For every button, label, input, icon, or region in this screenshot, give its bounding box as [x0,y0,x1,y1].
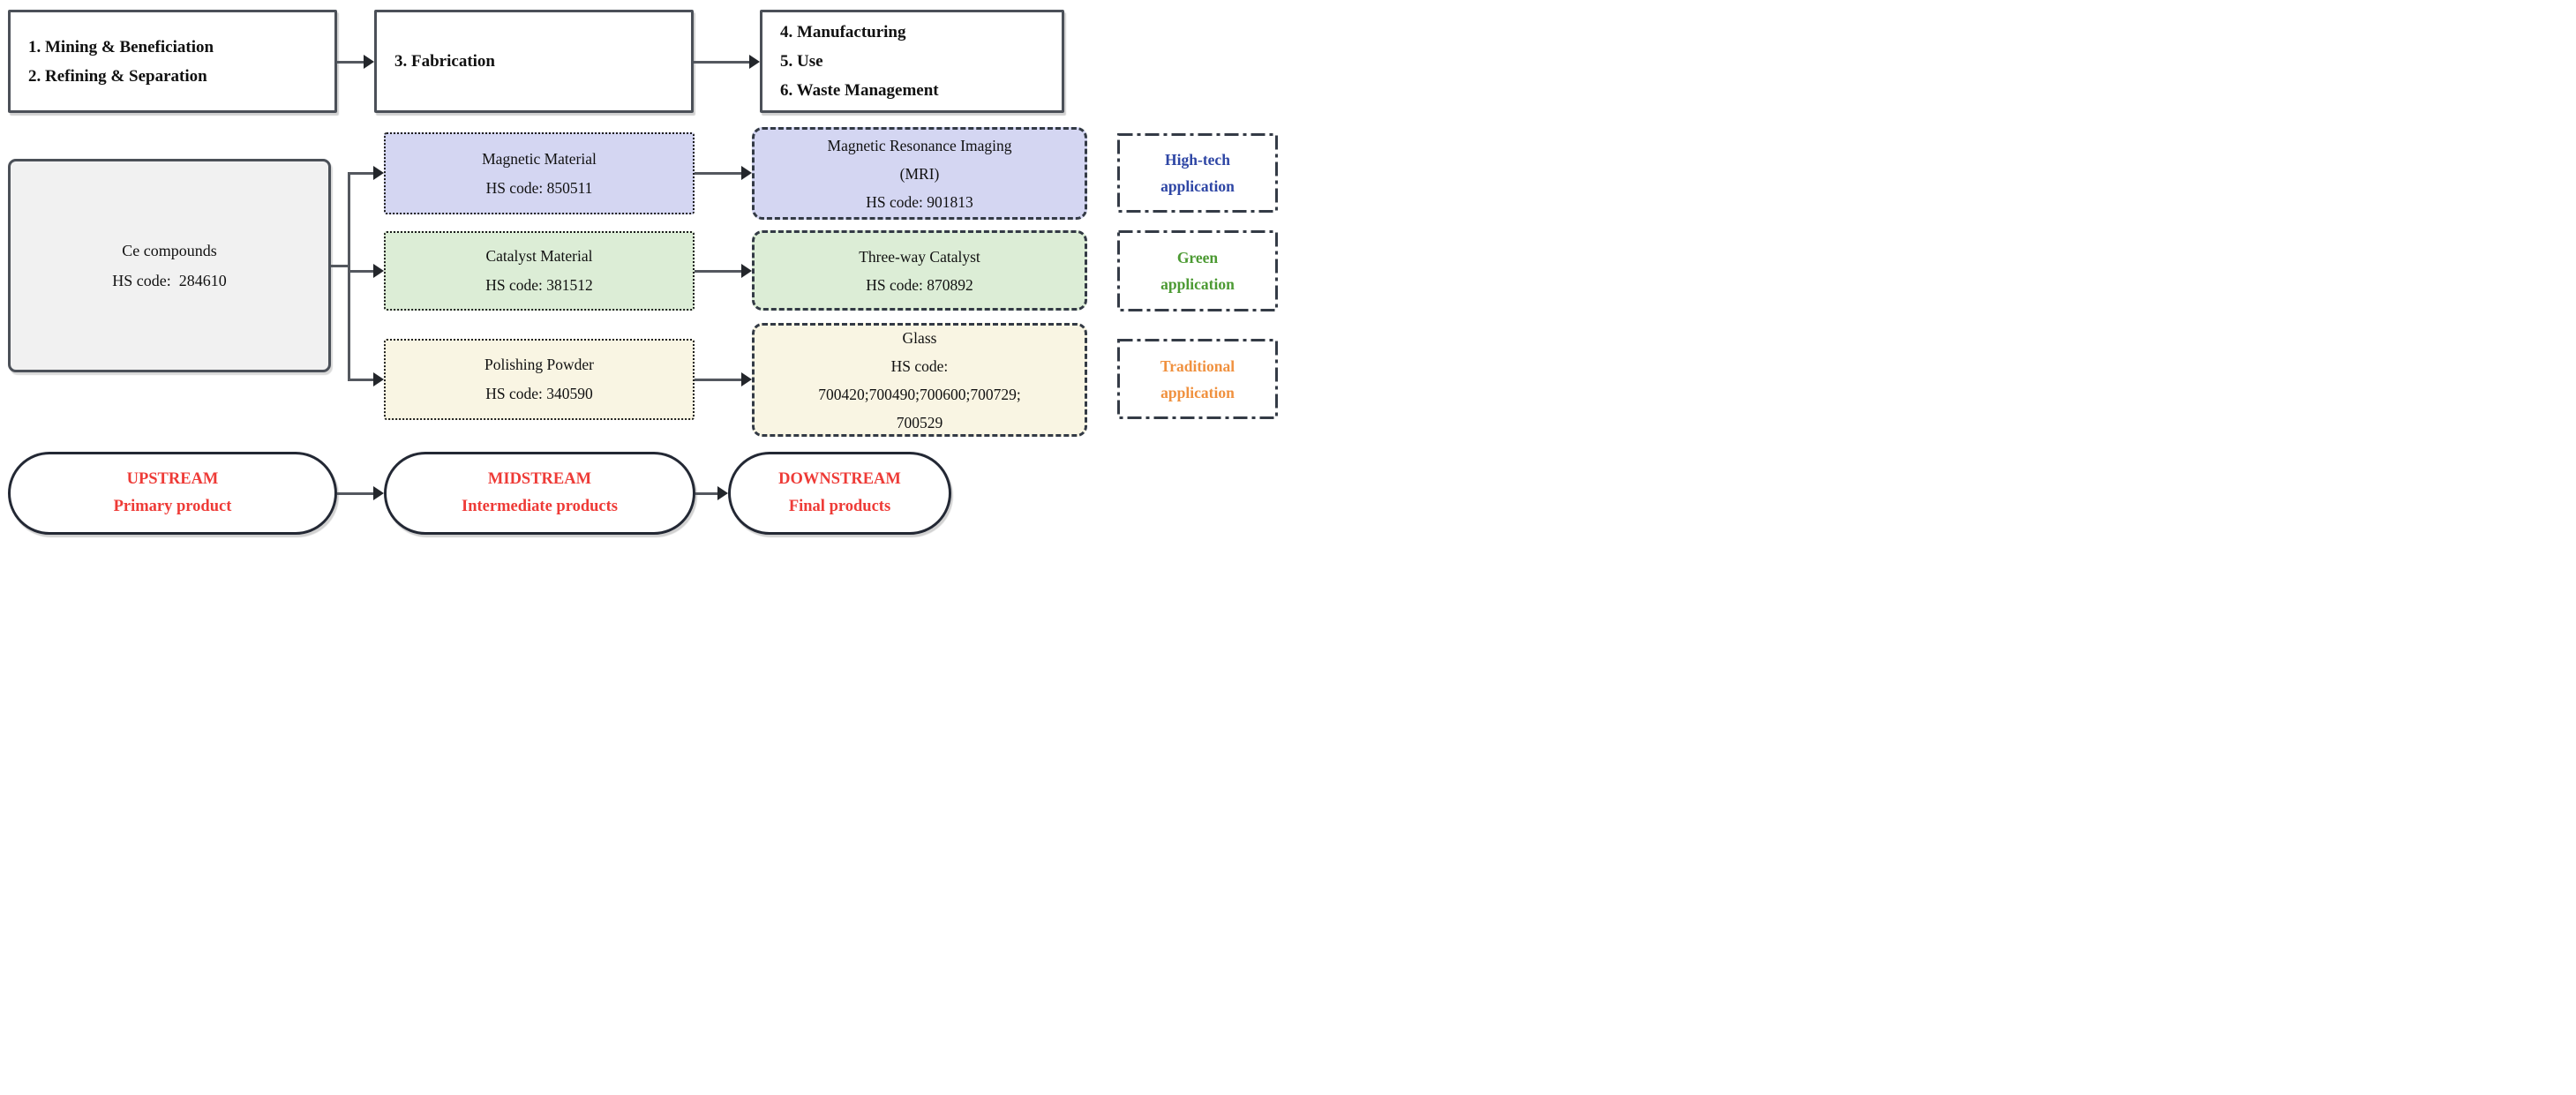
downstream-label: DOWNSTREAM Final products [778,470,901,515]
stage-box-manufacturing-use-waste: 4. Manufacturing 5. Use 6. Waste Managem… [760,10,1064,113]
arrow-head-icon [373,372,384,386]
legend-high-tech-application: High-tech application [1117,133,1278,213]
high-tech-application-label: High-tech application [1160,151,1235,195]
glass-box: Glass HS code: 700420;700490;700600;7007… [752,323,1087,437]
arrow-line-stage2-stage3 [694,60,749,64]
arrow-head-icon [373,166,384,180]
magnetic-material-label: Magnetic Material HS code: 850511 [482,149,597,197]
arrow-head-icon [741,166,752,180]
legend-green-application: Green application [1117,230,1278,311]
ce-compounds-box: Ce compounds HS code: 284610 [8,159,331,372]
stage-label: 1. Mining & Beneficiation 2. Refining & … [28,37,214,86]
arrow-line-midstream-downstream [695,491,717,495]
mri-box: Magnetic Resonance Imaging (MRI) HS code… [752,127,1087,220]
ce-compounds-label: Ce compounds HS code: 284610 [112,242,227,289]
arrow-line-upstream-midstream [337,491,373,495]
connector-source-exit [331,264,350,267]
arrow-head-icon [717,486,728,500]
arrow-line-stage1-stage2 [337,60,364,64]
dash-dot-border [1117,339,1278,419]
supply-chain-diagram: 1. Mining & Beneficiation 2. Refining & … [0,0,1288,548]
stage-box-fabrication: 3. Fabrication [374,10,694,113]
stage-label: 4. Manufacturing 5. Use 6. Waste Managem… [780,23,939,100]
dash-dot-border [1117,133,1278,213]
three-way-catalyst-box: Three-way Catalyst HS code: 870892 [752,230,1087,311]
arrow-line-polishing-glass [695,378,741,381]
upstream-label: UPSTREAM Primary product [113,470,232,515]
arrow-head-icon [749,55,760,69]
catalyst-material-box: Catalyst Material HS code: 381512 [384,231,695,311]
legend-traditional-application: Traditional application [1117,339,1278,419]
arrow-line-magnetic-mri [695,171,741,175]
stage-box-mining-refining: 1. Mining & Beneficiation 2. Refining & … [8,10,337,113]
pill-midstream: MIDSTREAM Intermediate products [384,452,695,535]
traditional-application-label: Traditional application [1160,356,1235,401]
green-application-label: Green application [1160,249,1235,293]
pill-downstream: DOWNSTREAM Final products [728,452,951,535]
branch-line-magnetic [348,171,373,175]
arrow-head-icon [373,264,384,278]
pill-upstream: UPSTREAM Primary product [8,452,337,535]
polishing-powder-label: Polishing Powder HS code: 340590 [484,356,594,402]
connector-trunk [348,171,350,381]
mri-label: Magnetic Resonance Imaging (MRI) HS code… [827,136,1012,211]
polishing-powder-box: Polishing Powder HS code: 340590 [384,339,695,420]
arrow-head-icon [741,372,752,386]
arrow-head-icon [373,486,384,500]
arrow-line-catalyst-threeway [695,269,741,273]
branch-line-catalyst [348,269,373,273]
three-way-catalyst-label: Three-way Catalyst HS code: 870892 [859,247,980,294]
arrow-head-icon [364,55,374,69]
glass-label: Glass HS code: 700420;700490;700600;7007… [818,328,1021,431]
catalyst-material-label: Catalyst Material HS code: 381512 [485,247,593,294]
stage-label: 3. Fabrication [394,52,495,71]
midstream-label: MIDSTREAM Intermediate products [462,470,618,515]
magnetic-material-box: Magnetic Material HS code: 850511 [384,132,695,214]
branch-line-polishing [348,378,373,381]
arrow-head-icon [741,264,752,278]
dash-dot-border [1117,230,1278,311]
